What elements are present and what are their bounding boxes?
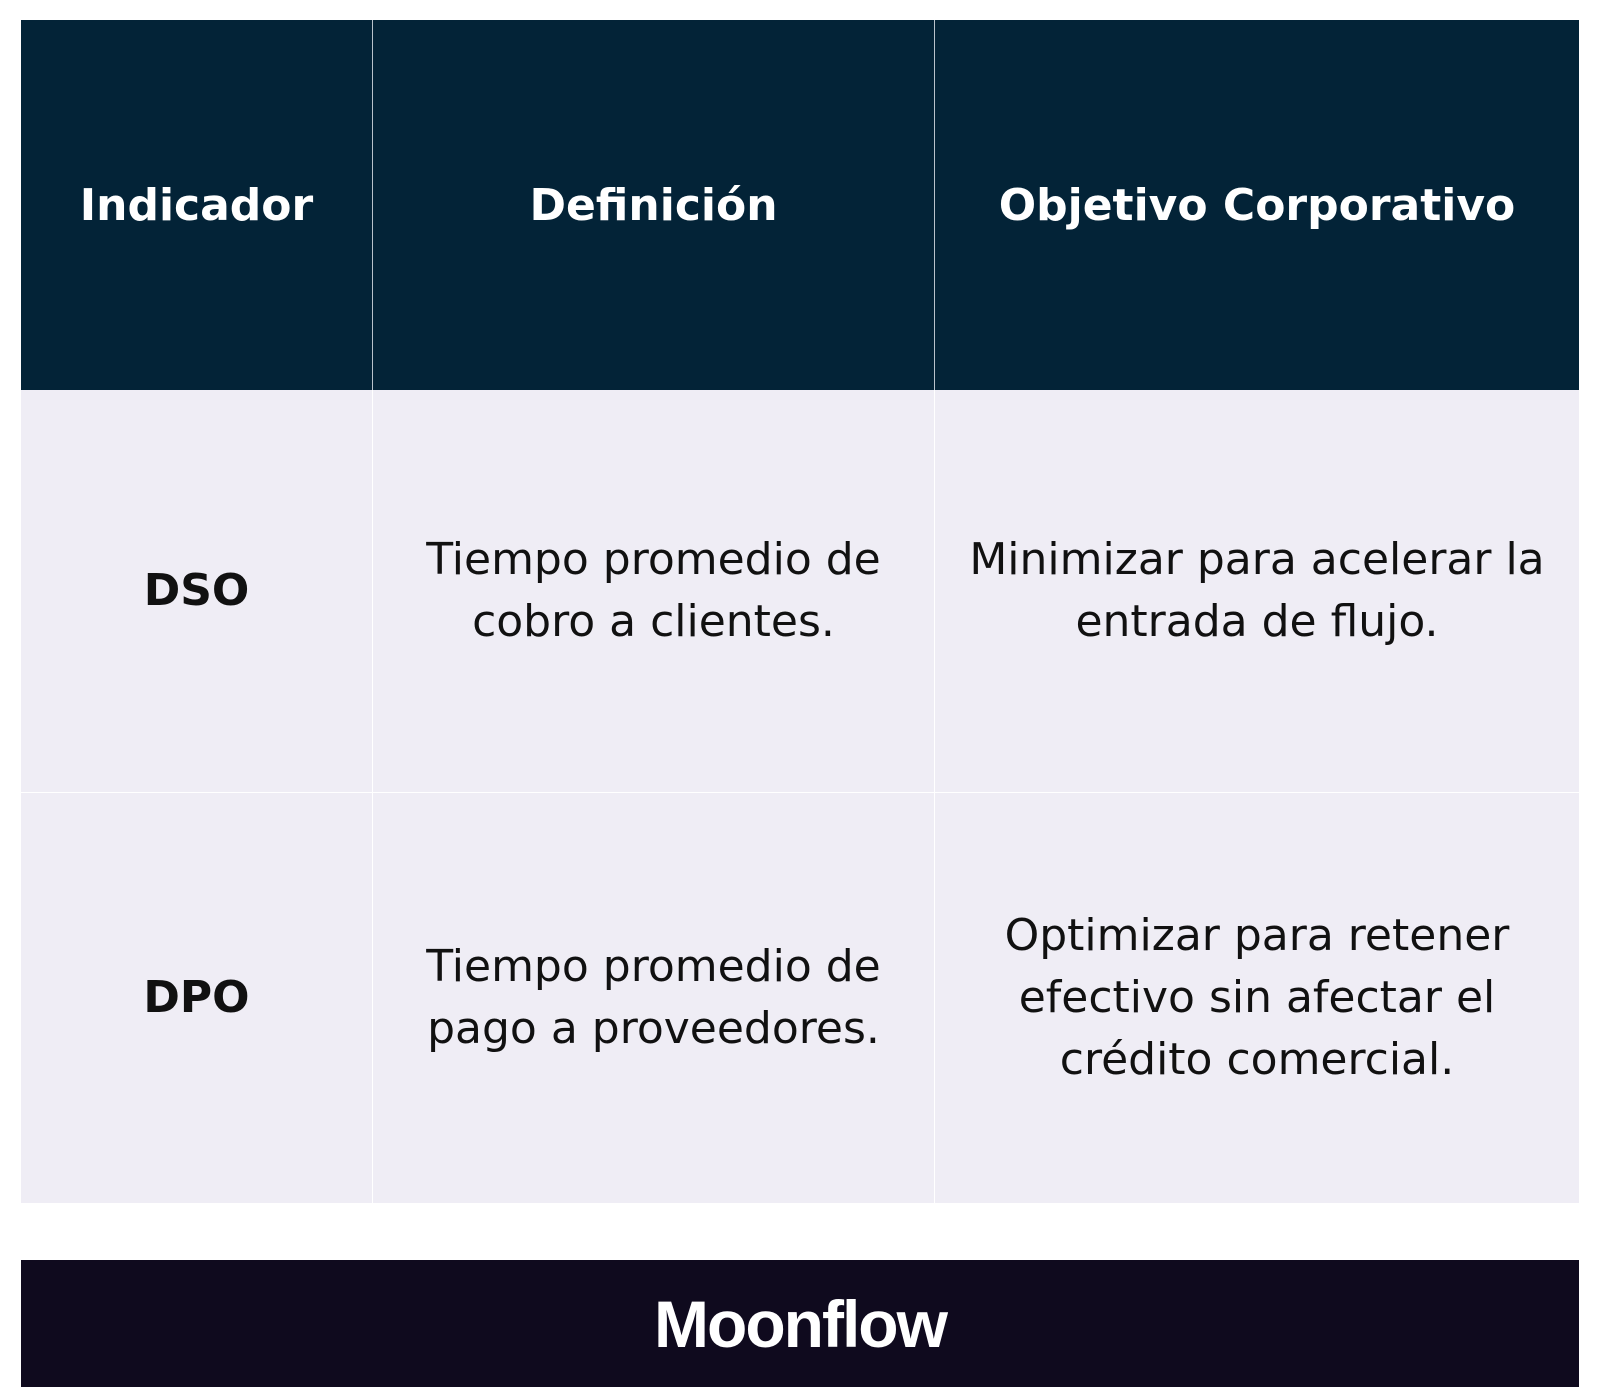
objective-cell: Minimizar para acelerar la entrada de fl… bbox=[969, 534, 1545, 647]
table-row: DPO Tiempo promedio de pago a proveedore… bbox=[21, 793, 1579, 1203]
table-row: DSO Tiempo promedio de cobro a clientes.… bbox=[21, 390, 1579, 793]
brand-logo: Moonflow bbox=[654, 1286, 948, 1361]
footer-banner: Moonflow bbox=[21, 1260, 1579, 1387]
definition-cell: Tiempo promedio de cobro a clientes. bbox=[373, 390, 935, 792]
header-definicion: Definición bbox=[373, 20, 935, 390]
table-header: Indicador Definición Objetivo Corporativ… bbox=[21, 20, 1579, 390]
indicator-cell: DSO bbox=[21, 390, 373, 792]
indicator-cell: DPO bbox=[21, 793, 373, 1203]
kpi-table: Indicador Definición Objetivo Corporativ… bbox=[21, 20, 1579, 1203]
header-indicador: Indicador bbox=[21, 20, 373, 390]
definition-cell: Tiempo promedio de pago a proveedores. bbox=[373, 793, 935, 1203]
objective-cell: Optimizar para retener efectivo sin afec… bbox=[1004, 910, 1510, 1085]
header-objetivo: Objetivo Corporativo bbox=[998, 179, 1516, 231]
